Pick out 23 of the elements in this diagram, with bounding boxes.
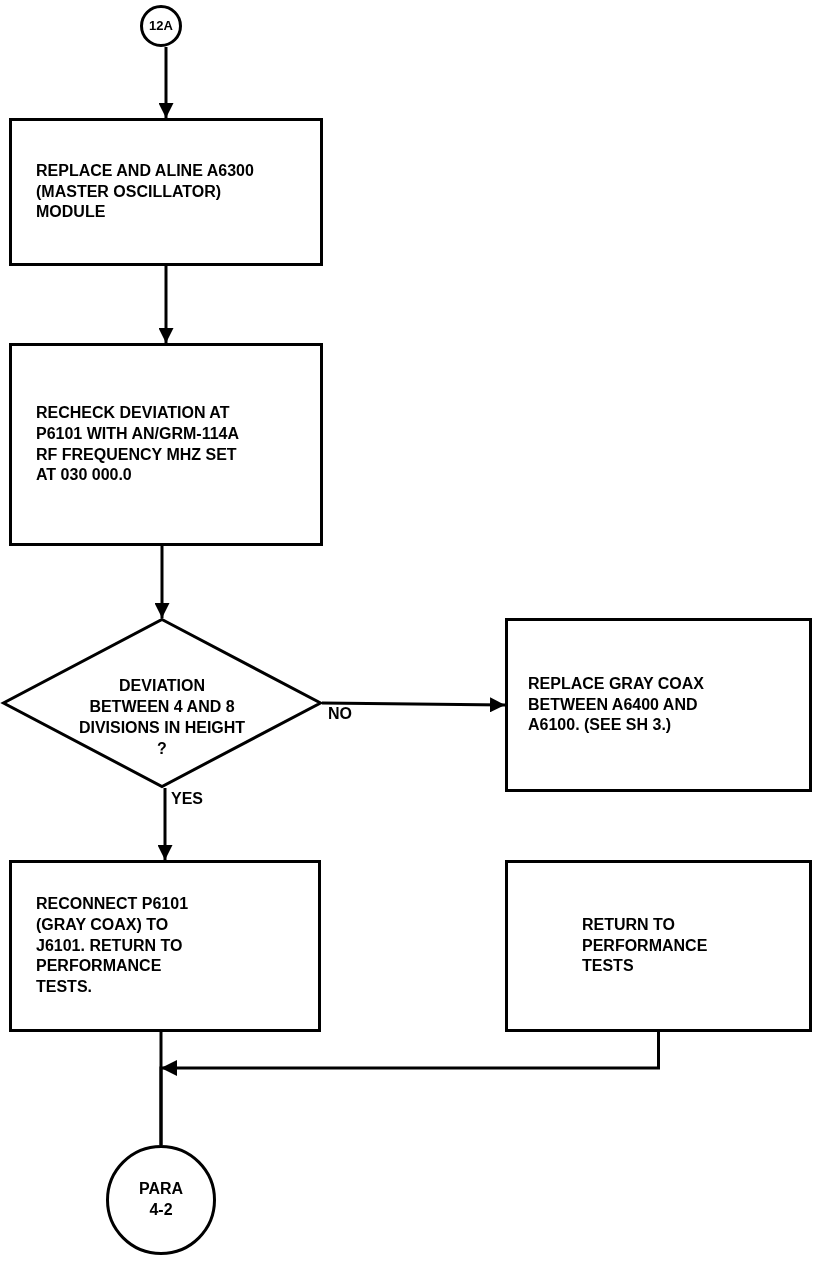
arrow [154, 546, 170, 618]
process-box [9, 118, 323, 266]
decision-text: DEVIATION BETWEEN 4 AND 8 DIVISIONS IN HEIGHT ? [77, 676, 247, 759]
arrow [322, 697, 505, 713]
process-box [505, 860, 812, 1032]
step-text: 12A [149, 17, 173, 35]
step-text: RECONNECT P6101 (GRAY COAX) TO J6101. RETURN TO PERFORMANCE TESTS. [36, 894, 190, 998]
step-text: REPLACE AND ALINE A6300 (MASTER OSCILLATOR) MODULE [36, 160, 255, 223]
step-text: REPLACE GRAY COAX BETWEEN A6400 AND A6100. (SEE SH 3.) [528, 673, 706, 736]
step-text: RETURN TO PERFORMANCE TESTS [582, 914, 709, 977]
arrow [158, 47, 174, 118]
connector-circle [140, 5, 182, 47]
process-box [505, 618, 812, 792]
arrow [157, 788, 173, 860]
edge-label: NO [327, 705, 353, 723]
process-box [9, 860, 321, 1032]
step-text: PARA 4-2 [137, 1179, 185, 1220]
decision-diamond [2, 618, 322, 788]
step-text: RECHECK DEVIATION AT P6101 WITH AN/GRM-114A RF FREQUENCY MHZ SET AT 030 000.0 [36, 402, 240, 486]
edge-label: YES [170, 790, 204, 808]
arrow [158, 266, 174, 343]
process-box [9, 343, 323, 546]
arrow [159, 1032, 660, 1145]
